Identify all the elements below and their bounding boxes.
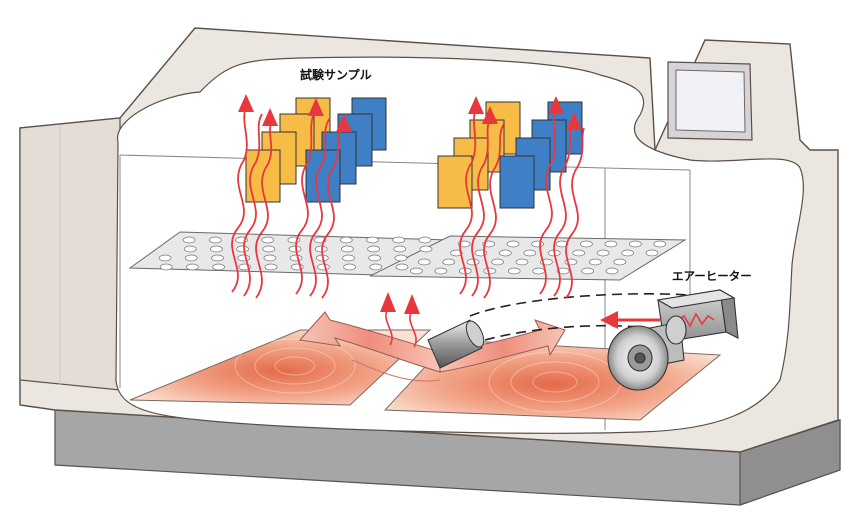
shelf-hole <box>645 249 659 257</box>
shelf-hole <box>613 258 627 266</box>
shelf-hole <box>263 254 277 262</box>
shelf-hole <box>588 258 602 266</box>
shelf-hole <box>186 263 199 271</box>
shelf-hole <box>393 245 407 253</box>
test-samples-label: 試験サンプル <box>300 68 372 82</box>
shelf-hole <box>394 254 408 262</box>
shelf-hole <box>289 254 303 262</box>
shelf-hole <box>261 236 275 244</box>
shelf-hole <box>605 267 619 275</box>
shelf-hole <box>653 240 667 248</box>
shelf-holes <box>158 236 667 275</box>
shelf-hole <box>183 245 197 253</box>
shelf-hole <box>392 236 406 244</box>
shelf-hole <box>264 263 278 271</box>
shelf-hole <box>410 267 423 275</box>
test-samples-right <box>437 101 583 209</box>
shelf-hole <box>343 263 356 271</box>
center-rising-air <box>385 307 417 348</box>
shelf-hole <box>237 254 251 262</box>
shelf-hole <box>604 240 618 248</box>
shelf-hole <box>628 240 642 248</box>
perforated-shelf-right <box>369 235 687 281</box>
shelf-hole <box>457 240 471 248</box>
shelf-hole <box>368 254 382 262</box>
shelf-hole <box>211 254 224 262</box>
shelf-hole <box>395 263 409 271</box>
shelf-hole <box>515 258 529 266</box>
shelf-hole <box>572 249 586 257</box>
shelf-hole <box>483 267 497 275</box>
shelf-hole <box>450 249 463 257</box>
shelf-hole <box>288 245 302 253</box>
shelf-hole <box>341 245 354 253</box>
shelf-hole <box>342 254 355 262</box>
shelf-hole <box>367 245 380 253</box>
shelf-hole <box>419 245 433 253</box>
shelf-hole <box>532 267 546 275</box>
shelf-hole <box>621 249 634 257</box>
shelf-hole <box>208 236 222 244</box>
shelf-hole <box>596 249 610 257</box>
shelf-hole <box>580 240 593 248</box>
shelf-hole <box>339 236 353 244</box>
shelf-hole <box>507 267 521 275</box>
shelf-hole <box>581 267 594 275</box>
shelf-hole <box>418 236 432 244</box>
shelf-hole <box>158 254 172 262</box>
shelf-hole <box>210 245 223 253</box>
shelf-hole <box>317 263 330 271</box>
shelf-hole <box>498 249 512 257</box>
shelf-hole <box>262 245 276 253</box>
shelf-hole <box>184 254 198 262</box>
shelf-hole <box>212 263 225 271</box>
shelf-hole <box>523 249 537 257</box>
shelf-hole <box>182 236 196 244</box>
shelf-hole <box>531 240 544 248</box>
shelf-hole <box>369 263 383 271</box>
shelf-hole <box>555 240 569 248</box>
air-heater-label: エアーヒーター <box>672 269 752 283</box>
shelf-hole <box>366 236 379 244</box>
hot-air-arrows-right <box>459 107 585 299</box>
shelf-hole <box>417 258 431 266</box>
shelf-hole <box>506 240 520 248</box>
shelf-hole <box>159 263 173 271</box>
air-duct-pipe <box>427 319 485 369</box>
hot-air-arrowheads <box>238 94 582 314</box>
fan-blower <box>607 315 687 391</box>
heating-pad-left <box>129 329 432 406</box>
shelf-hole <box>434 267 448 275</box>
shelf-hole <box>556 267 570 275</box>
shelf-hole <box>236 245 249 253</box>
heater-outflow-arrow <box>600 311 660 329</box>
shelf-hole <box>442 258 456 266</box>
shelf-hole <box>491 258 504 266</box>
hot-air-arrows-left <box>231 105 345 299</box>
